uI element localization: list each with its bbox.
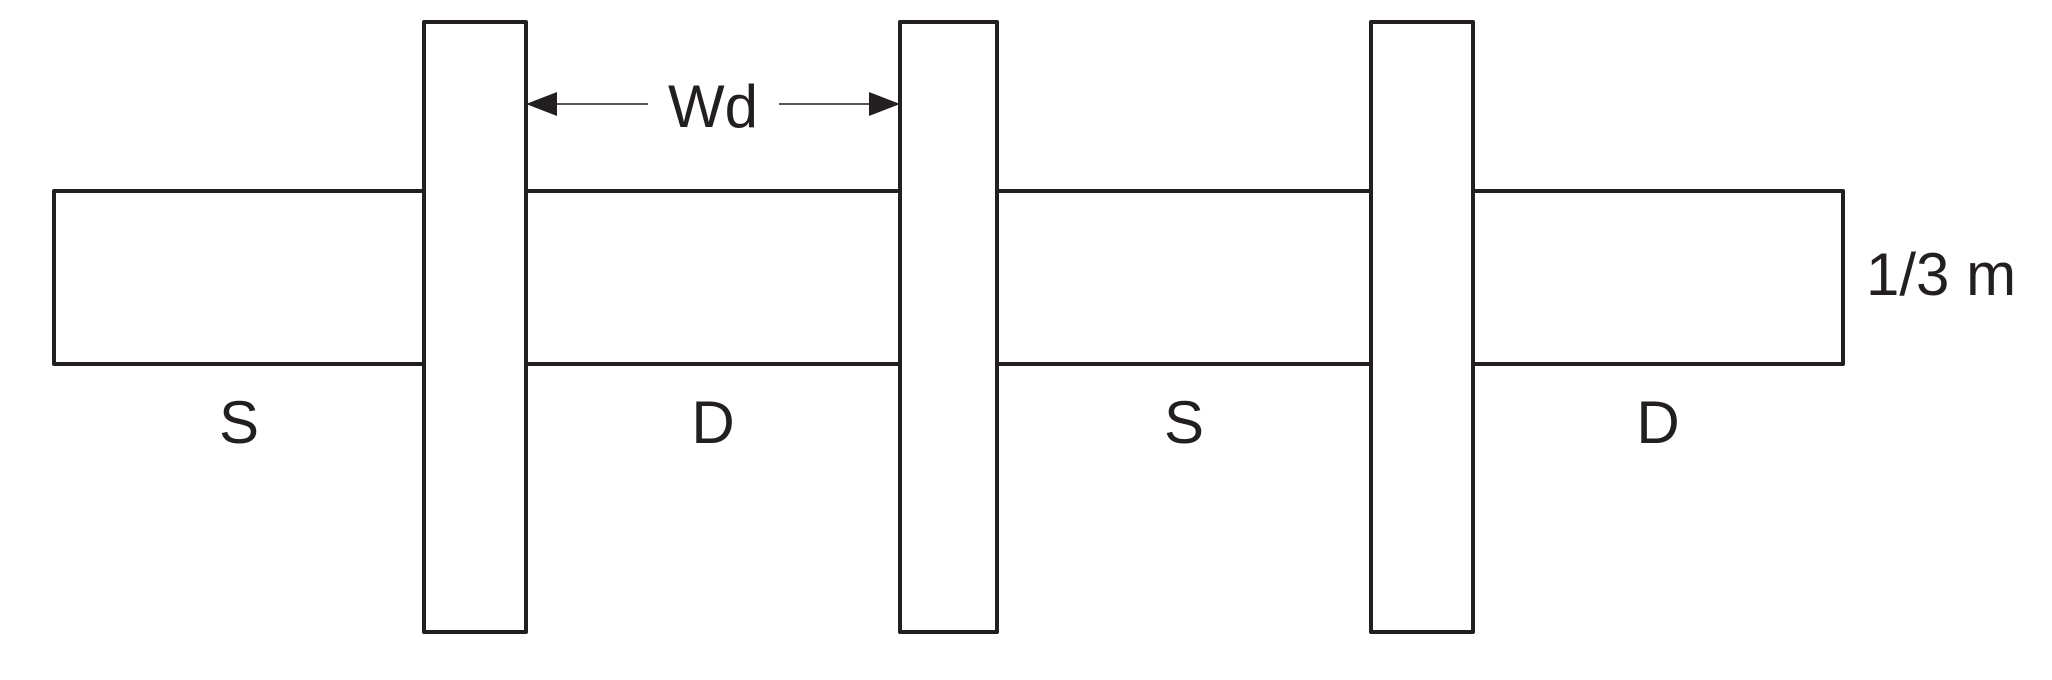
segment-label-3: S: [1164, 389, 1204, 456]
segment-4: [1471, 189, 1845, 366]
segment-3: [995, 189, 1373, 366]
segment-1: [52, 189, 426, 366]
width-dimension-arrow: [526, 92, 900, 116]
segment-label-2: D: [691, 389, 734, 456]
vertical-bar-1: [422, 20, 528, 634]
vertical-bar-2: [898, 20, 999, 634]
arrowhead-right: [869, 92, 900, 116]
segment-2: [524, 189, 902, 366]
arrowhead-left: [526, 92, 557, 116]
height-label: 1/3 m: [1866, 241, 2016, 308]
segment-label-4: D: [1636, 389, 1679, 456]
segment-label-1: S: [219, 389, 259, 456]
vertical-bar-3: [1369, 20, 1475, 634]
dimension-label: Wd: [668, 73, 758, 140]
